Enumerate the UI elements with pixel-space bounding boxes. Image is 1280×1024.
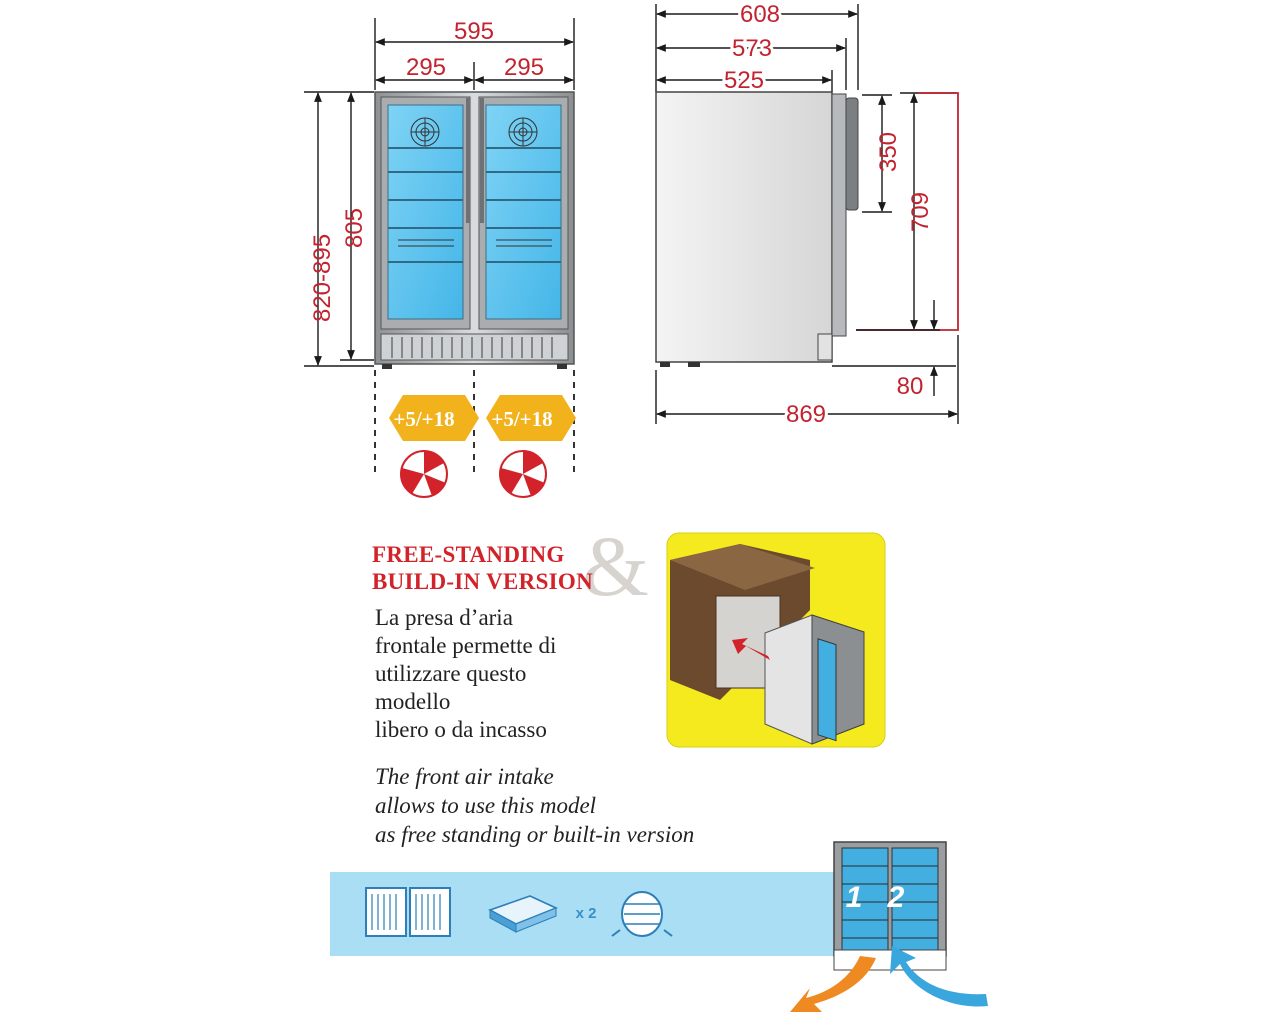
italian-line: frontale permette di (375, 633, 557, 658)
ampersand-decoration: & (582, 518, 649, 614)
ventilation-left-icon (400, 450, 448, 498)
temp-zone-right-badge: +5/+18 (486, 395, 576, 441)
italian-line: modello (375, 689, 451, 714)
right-fan-icon (508, 117, 538, 147)
side-handle (845, 97, 859, 211)
front-grille (380, 333, 569, 361)
glass-door-icon (365, 887, 451, 937)
miniature-appliance (764, 614, 865, 745)
dim-opening-height: 709 (907, 192, 934, 232)
dim-depth-total: 608 (740, 1, 780, 28)
temp-zone-left-label: +5/+18 (393, 407, 454, 431)
english-line: as free standing or built-in version (375, 822, 695, 847)
temp-zone-right-label: +5/+18 (491, 407, 552, 431)
controller-icon (488, 895, 559, 933)
dim-handle-height: 350 (875, 132, 902, 172)
right-door-handle (480, 98, 484, 223)
front-view: 595 295 295 820-895 805 (304, 18, 576, 498)
build-in-illustration (666, 532, 886, 748)
left-door-handle (466, 98, 470, 223)
dim-height-range: 820-895 (309, 234, 336, 322)
cool-air-in-arrow-icon (890, 946, 988, 1007)
heading-free-standing: FREE-STANDING (372, 542, 565, 567)
side-view: 608 573 525 350 709 80 869 (655, 0, 959, 431)
temp-zone-left-badge: +5/+18 (389, 395, 479, 441)
italian-line: La presa d’aria (375, 605, 513, 630)
dual-zone-appliance: 1 2 (833, 841, 947, 971)
hot-air-out-arrow-icon (790, 956, 876, 1012)
air-intake-arrow-icon (732, 638, 770, 660)
dim-width-right: 295 (504, 54, 544, 81)
dim-depth-open: 869 (786, 401, 826, 428)
italian-description: La presa d’aria frontale permette di uti… (375, 604, 645, 744)
zone-2-label: 2 (887, 881, 905, 914)
dim-width-total: 595 (454, 18, 494, 45)
dim-depth-door: 573 (732, 35, 772, 62)
side-cabinet (655, 91, 833, 363)
dim-base-height: 80 (897, 373, 924, 400)
italian-line: utilizzare questo (375, 661, 527, 686)
english-line: The front air intake (375, 764, 554, 789)
dim-depth-body: 525 (724, 67, 764, 94)
dim-width-left: 295 (406, 54, 446, 81)
english-line: allows to use this model (375, 793, 597, 818)
ventilation-right-icon (499, 450, 547, 498)
zone-1-label: 1 (846, 881, 863, 914)
feature-bar: x 2 1 2 (330, 841, 988, 1012)
heading-build-in: BUILD-IN VERSION (372, 569, 594, 594)
compressor-icon (611, 891, 673, 937)
controller-count-label: x 2 (576, 905, 597, 922)
italian-line: libero o da incasso (375, 717, 547, 742)
dim-height-body: 805 (341, 208, 368, 248)
left-fan-icon (410, 117, 440, 147)
english-description: The front air intake allows to use this … (375, 762, 755, 849)
